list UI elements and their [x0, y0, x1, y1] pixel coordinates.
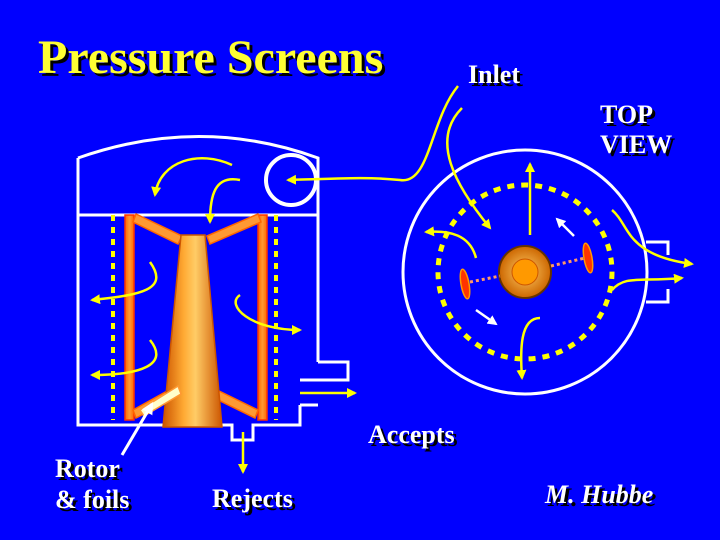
top-view-screen-basket — [435, 182, 615, 362]
screen-frame-left — [124, 214, 135, 421]
top-view-housing — [401, 148, 649, 396]
top-view-label: TOP VIEW — [600, 100, 672, 160]
top-view-label-line1: TOP — [600, 100, 653, 129]
rotor-label-line1: Rotor — [55, 454, 120, 483]
flow-arrows-side — [90, 85, 459, 474]
rotor-foils-label: Rotor & foils — [55, 453, 129, 515]
foil-arm-right — [550, 256, 586, 268]
foil-upper-left — [132, 212, 184, 246]
foil-left-top-view — [459, 268, 471, 300]
author-credit: M. Hubbe — [545, 480, 654, 509]
flow-arrows-top — [424, 107, 694, 380]
foil-upper-right — [206, 212, 262, 246]
rotor-label-line2: & foils — [55, 485, 130, 514]
rotor-pointer — [120, 401, 154, 456]
screen-plates — [111, 215, 278, 420]
rejects-label: Rejects — [212, 484, 293, 513]
rotation-arrow-bottom — [475, 308, 498, 326]
hub-center — [511, 258, 539, 286]
inlet-label: Inlet — [468, 60, 520, 89]
foil-arm-left — [469, 274, 501, 284]
slide-title: Pressure Screens — [38, 31, 384, 84]
top-view-label-line2: VIEW — [600, 130, 673, 159]
top-view-outlet — [646, 240, 670, 304]
foil-right-top-view — [582, 242, 594, 274]
rotor-body — [162, 234, 223, 428]
screen-frame-right — [257, 214, 268, 421]
accepts-label: Accepts — [368, 420, 455, 449]
rotation-arrow-top — [555, 217, 575, 237]
